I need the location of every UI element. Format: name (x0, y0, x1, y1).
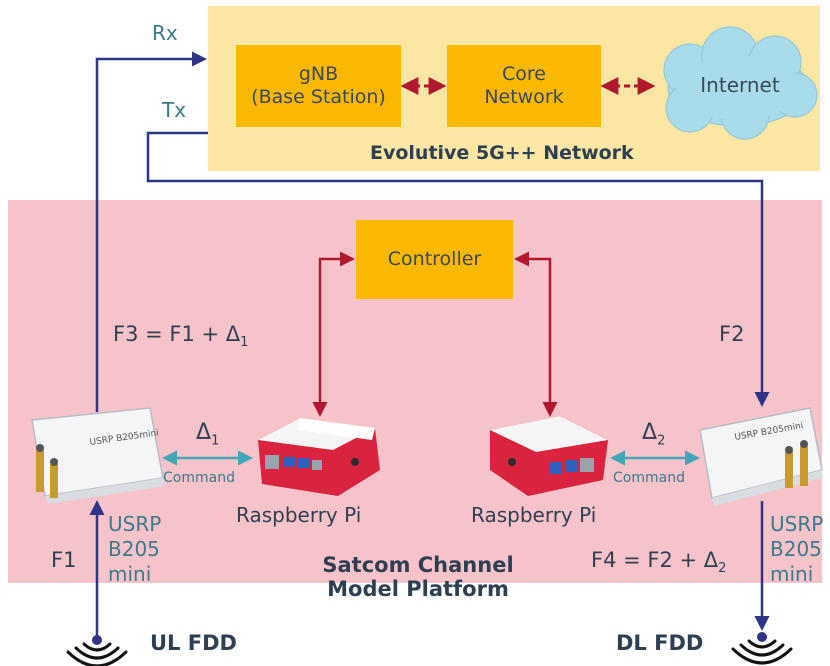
usrp-right-line3: mini (770, 562, 814, 586)
ul-fdd-label: UL FDD (150, 631, 237, 655)
gnb-label: gNB (Base Station) (236, 45, 401, 127)
usrp-left-line3: mini (108, 562, 152, 586)
f3-subscript: 1 (240, 335, 249, 351)
raspberry-pi-right-icon (490, 416, 608, 496)
usrp-right-line2: B205 (770, 537, 822, 561)
rx-label: Rx (152, 21, 178, 45)
controller-box (356, 220, 513, 299)
network-title: Evolutive 5G++ Network (370, 142, 634, 164)
delta2-subscript: 2 (657, 433, 666, 449)
controller-label: Controller (387, 248, 482, 271)
platform-title-line1: Satcom Channel (322, 553, 514, 577)
platform-title: Satcom Channel Model Platform (298, 553, 538, 601)
delta1-subscript: 1 (211, 433, 220, 449)
usrp-right-line1: USRP (770, 512, 824, 536)
command-left-label: Command (163, 470, 235, 486)
f1-label: F1 (51, 548, 77, 572)
usrp-right-label: USRP B205 mini (770, 512, 823, 587)
command-right-label: Command (613, 470, 685, 486)
internet-label: Internet (700, 73, 780, 97)
raspberry-pi-left-icon (258, 418, 380, 496)
f3-equation: F3 = F1 + Δ1 (113, 322, 248, 351)
core-network-box (447, 45, 601, 127)
usrp-left-label: USRP B205 mini (108, 512, 161, 587)
controller-left-link (312, 251, 355, 417)
delta2-symbol: Δ (642, 420, 658, 445)
ul-antenna-icon (66, 642, 128, 666)
f4-equation: F4 = F2 + Δ2 (591, 548, 726, 577)
core-line2: Network (484, 86, 564, 108)
usrp-left-line1: USRP (108, 512, 162, 536)
tx-path (146, 131, 770, 407)
ul-antenna-dot (92, 635, 102, 645)
dl-antenna-icon (731, 639, 793, 665)
f4-subscript: 2 (718, 561, 727, 577)
tx-label: Tx (162, 98, 187, 122)
delta1-label: Δ1 (196, 420, 219, 449)
dl-fdd-label: DL FDD (616, 631, 704, 655)
core-line1: Core (502, 63, 546, 86)
f2-label: F2 (719, 322, 745, 346)
delta1-symbol: Δ (196, 420, 212, 445)
usrp-left-icon: USRP B205mini (31, 407, 165, 504)
gnb-line2: (Base Station) (251, 86, 386, 108)
delta2-label: Δ2 (642, 420, 665, 449)
rpi-right-label: Raspberry Pi (471, 503, 597, 527)
rx-path (95, 51, 207, 412)
core-label: Core Network (447, 45, 601, 127)
usrp-left-line2: B205 (108, 537, 160, 561)
platform-title-line2: Model Platform (327, 577, 509, 602)
usrp-right-icon: USRP B205mini (699, 407, 823, 506)
internet-cloud-icon (663, 26, 818, 140)
rpi-left-label: Raspberry Pi (236, 503, 362, 527)
gnb-line1: gNB (298, 63, 339, 86)
dl-antenna-dot (757, 632, 767, 642)
f3-prefix: F3 = F1 + Δ (113, 322, 241, 346)
gnb-box (236, 45, 401, 127)
controller-right-link (514, 251, 558, 417)
f4-prefix: F4 = F2 + Δ (591, 548, 719, 572)
